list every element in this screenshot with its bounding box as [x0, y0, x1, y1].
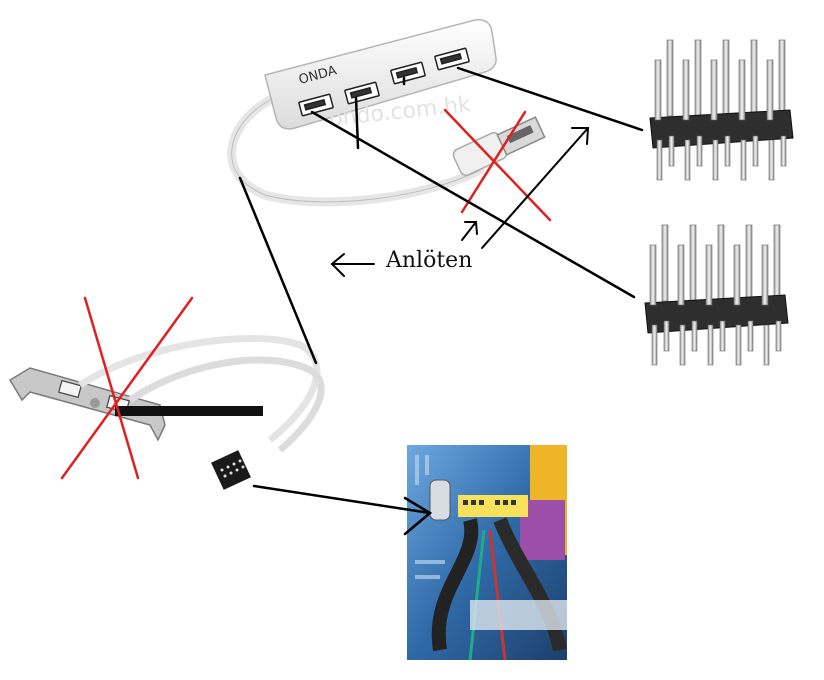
header-pin	[717, 224, 725, 302]
header-pin	[679, 324, 686, 366]
header-pin	[768, 139, 775, 181]
solder-label: Anlöten	[386, 248, 473, 273]
header-pin	[745, 224, 753, 302]
header-pin	[735, 324, 742, 366]
slot-bracket-icon	[8, 335, 325, 490]
usb-port	[390, 61, 426, 85]
pin-header-icon	[644, 224, 789, 366]
usb-plug-icon	[452, 116, 546, 177]
header-pin	[666, 39, 674, 117]
header-pin	[661, 224, 669, 302]
header-pin	[780, 135, 787, 167]
header-pin	[689, 224, 697, 302]
header-pin	[738, 59, 746, 121]
usb-port	[298, 93, 334, 117]
header-pin	[663, 320, 670, 352]
connector-lines	[238, 66, 644, 365]
header-pin	[707, 324, 714, 366]
header-pin	[712, 139, 719, 181]
arrow-to-pins	[481, 127, 590, 249]
arrow-to-motherboard	[252, 484, 433, 536]
header-pin	[775, 320, 782, 352]
motherboard-photo-icon	[407, 445, 567, 661]
header-pin	[710, 59, 718, 121]
arrow-left-pointer	[330, 253, 375, 277]
header-pin	[654, 59, 662, 121]
header-pin	[740, 139, 747, 181]
header-pin	[656, 139, 663, 181]
arrow-to-plug	[461, 221, 478, 241]
header-pin	[668, 135, 675, 167]
header-pin	[752, 135, 759, 167]
header-pin	[766, 59, 774, 121]
header-pin	[684, 139, 691, 181]
header-pin	[682, 59, 690, 121]
pin-header-icon	[649, 39, 794, 181]
header-pin	[696, 135, 703, 167]
usb-hub-icon: ONDA ondo.com.hk	[227, 19, 497, 207]
header-pin	[649, 244, 657, 306]
header-pin	[691, 320, 698, 352]
header-pin	[724, 135, 731, 167]
header-pin	[778, 39, 786, 117]
header-pin	[719, 320, 726, 352]
header-pin	[705, 244, 713, 306]
header-pin	[750, 39, 758, 117]
header-pin	[651, 324, 658, 366]
header-pin	[761, 244, 769, 306]
bracket-cross-mark	[60, 296, 194, 480]
header-pin	[677, 244, 685, 306]
header-pin	[747, 320, 754, 352]
plug-cross-mark	[443, 108, 552, 222]
header-pin	[694, 39, 702, 117]
usb-port	[434, 47, 470, 71]
header-pin	[722, 39, 730, 117]
usb-port	[344, 81, 380, 105]
header-pin	[773, 224, 781, 302]
header-pin	[733, 244, 741, 306]
header-pin	[763, 324, 770, 366]
